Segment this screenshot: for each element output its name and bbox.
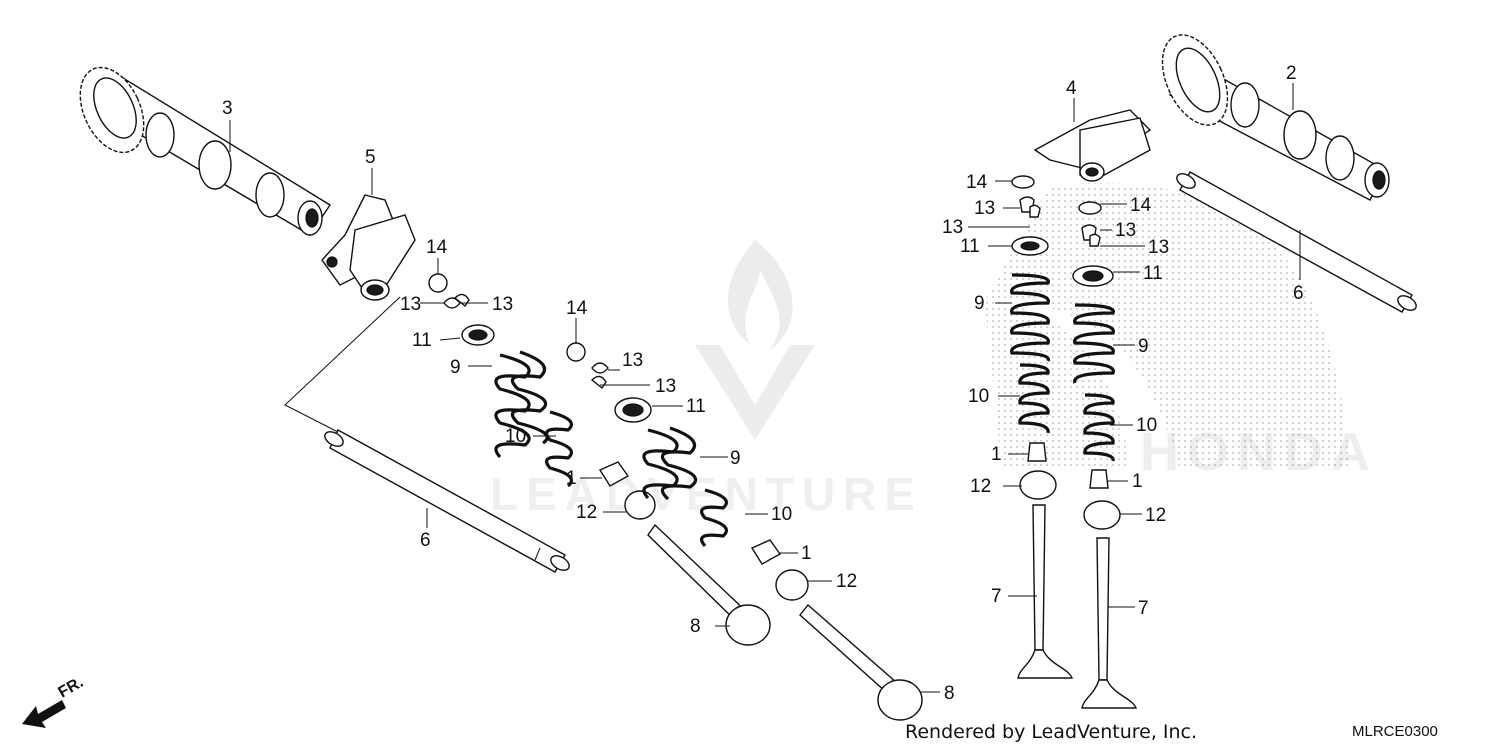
spring-10d [1083,393,1115,462]
callout-labels: 3 5 14 13 13 11 9 10 1 12 6 8 14 13 13 1… [222,63,1304,704]
callout-9c: 9 [974,293,985,314]
callout-13f: 13 [942,217,963,238]
callout-4: 4 [1066,78,1077,99]
callout-14d: 14 [1130,195,1152,216]
valve-group-left-a [428,273,771,646]
valve-group-right-d [1072,201,1138,709]
callout-14b: 14 [566,298,588,319]
callout-12d: 12 [1145,505,1166,526]
callout-13c: 13 [622,350,643,371]
callout-10d: 10 [1136,415,1157,436]
callout-8b: 8 [944,683,955,704]
spring-10b [700,488,728,548]
callout-7b: 7 [1138,598,1149,619]
callout-13d: 13 [655,376,676,397]
callout-10c: 10 [968,386,989,407]
cotter-13a [443,297,461,309]
spring-10c [1018,363,1050,434]
front-label: FR. [56,674,87,702]
honda-brand-text: HONDA [1140,422,1378,482]
render-credit: Rendered by LeadVenture, Inc. [905,721,1197,743]
rocker-arm-right [1033,109,1152,182]
callout-13g: 13 [1115,220,1136,241]
callout-11b: 11 [686,396,706,417]
watermark-text: LEADVENTURE [490,468,923,520]
spring-9c [1010,273,1050,362]
callout-6a: 6 [420,530,431,551]
rocker-shaft-left [324,429,570,573]
callout-10b: 10 [771,504,792,525]
leadventure-watermark-logo [695,240,815,440]
honda-wing-logo: HONDA [985,183,1378,482]
spring-9d [1073,303,1115,384]
front-direction-marker: FR. [22,674,86,728]
front-arrow-icon [22,700,66,728]
spring-9b [642,426,697,501]
callout-11a: 11 [412,330,432,351]
rocker-arm-left [321,194,416,301]
callout-13a: 13 [400,294,421,315]
callout-8a: 8 [690,616,701,637]
camshaft-right [1161,34,1390,201]
callout-1a: 1 [566,468,577,489]
callout-11d: 11 [1143,263,1163,284]
valve-group-left-b [566,342,923,721]
callout-9a: 9 [450,357,461,378]
camshaft-left [79,66,331,236]
callout-14a: 14 [426,237,448,258]
callout-13h: 13 [1148,237,1169,258]
seat-12a [624,490,656,520]
callout-14c: 14 [966,172,988,193]
callout-13b: 13 [492,294,513,315]
callout-1d: 1 [1132,471,1143,492]
callout-12b: 12 [836,571,857,592]
callout-12c: 12 [970,476,991,497]
callout-10a: 10 [505,426,526,447]
callout-9d: 9 [1138,336,1149,357]
spring-10a [545,410,573,488]
callout-12a: 12 [576,502,597,523]
spring-9a [494,350,549,459]
diagram-code: MLRCE0300 [1352,723,1438,740]
callout-9b: 9 [730,448,741,469]
leader-lines [229,83,1301,693]
valve-8a [725,604,771,646]
callout-5: 5 [365,147,376,168]
callout-2: 2 [1286,63,1297,84]
callout-13e: 13 [974,198,995,219]
callout-6b: 6 [1293,283,1304,304]
seal-1a [598,461,630,487]
callout-11c: 11 [960,236,980,257]
rocker-shaft-right [1176,171,1417,313]
callout-1c: 1 [991,444,1002,465]
callout-7a: 7 [991,586,1002,607]
callout-1b: 1 [801,543,812,564]
callout-3: 3 [222,98,233,119]
shim-14a [428,273,448,293]
